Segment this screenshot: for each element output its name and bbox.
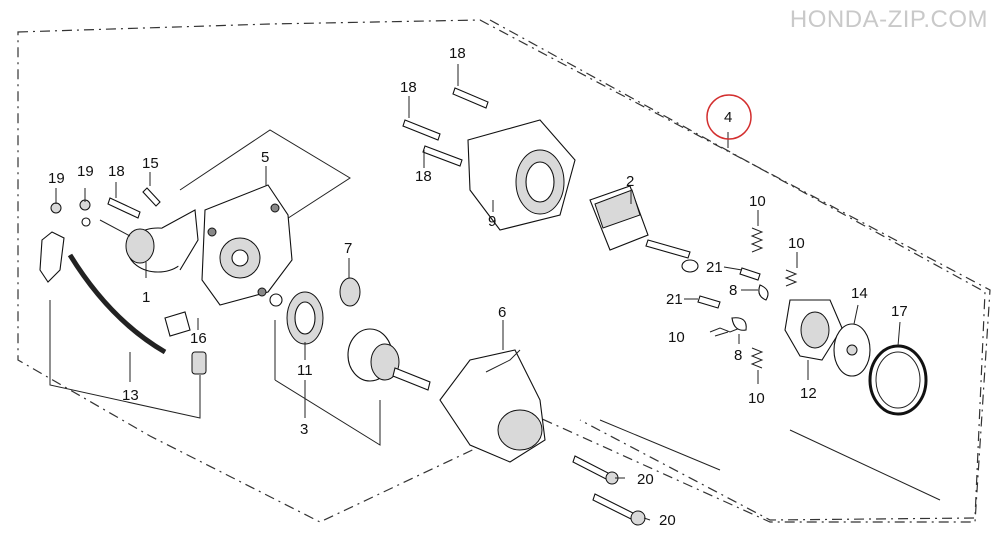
end-plate	[833, 323, 871, 377]
o-ring	[868, 344, 928, 416]
front-cover	[439, 349, 546, 463]
wire-harness	[39, 231, 207, 375]
small-hardware-left	[50, 187, 161, 227]
label-19b: 19	[77, 163, 94, 180]
label-10a: 10	[749, 193, 766, 210]
starter-assembly-boundary	[489, 19, 986, 521]
label-5: 5	[261, 149, 269, 166]
gears	[269, 277, 361, 345]
label-11: 11	[297, 362, 313, 379]
label-21a: 21	[706, 259, 723, 276]
label-20a: 20	[637, 471, 654, 488]
starter-motor-body	[99, 209, 199, 273]
label-18a: 18	[108, 163, 125, 180]
lower-bolts	[572, 455, 646, 526]
label-21b: 21	[666, 291, 683, 308]
assembly-13-box	[49, 300, 201, 419]
label-18b: 18	[449, 45, 466, 62]
label-2: 2	[626, 173, 634, 190]
label-16: 16	[190, 330, 207, 347]
bracket-5-box	[179, 129, 351, 236]
drive-clutch	[347, 328, 431, 391]
highlight-circle	[706, 94, 752, 140]
label-6: 6	[498, 304, 506, 321]
label-10b: 10	[788, 235, 805, 252]
label-7: 7	[344, 240, 352, 257]
motor-yoke	[467, 119, 576, 231]
armature	[589, 185, 699, 273]
label-8a: 8	[729, 282, 737, 299]
label-20b: 20	[659, 512, 676, 529]
label-1: 1	[142, 289, 150, 306]
label-12: 12	[800, 385, 817, 402]
brush-holder	[784, 299, 843, 361]
label-15: 15	[142, 155, 159, 172]
part-labels: 19 19 18 15 1 13 16 5 7 11 3 18 18 18 9 …	[48, 45, 908, 529]
outer-boundary	[17, 19, 991, 523]
bracket-plate	[201, 184, 293, 306]
label-18d: 18	[415, 168, 432, 185]
cover-6-box	[599, 419, 941, 501]
label-4: 4	[724, 109, 732, 126]
label-14: 14	[851, 285, 868, 302]
label-13: 13	[122, 387, 139, 404]
brush-springs	[697, 227, 798, 369]
leader-lines	[55, 64, 901, 521]
label-10d: 10	[748, 390, 765, 407]
label-18c: 18	[400, 79, 417, 96]
label-19a: 19	[48, 170, 65, 187]
assembly-3-box	[274, 320, 381, 446]
label-17: 17	[891, 303, 908, 320]
label-3: 3	[300, 421, 308, 438]
watermark: HONDA-ZIP.COM	[789, 6, 988, 33]
label-8b: 8	[734, 347, 742, 364]
label-9: 9	[488, 213, 496, 230]
label-10c: 10	[668, 329, 685, 346]
